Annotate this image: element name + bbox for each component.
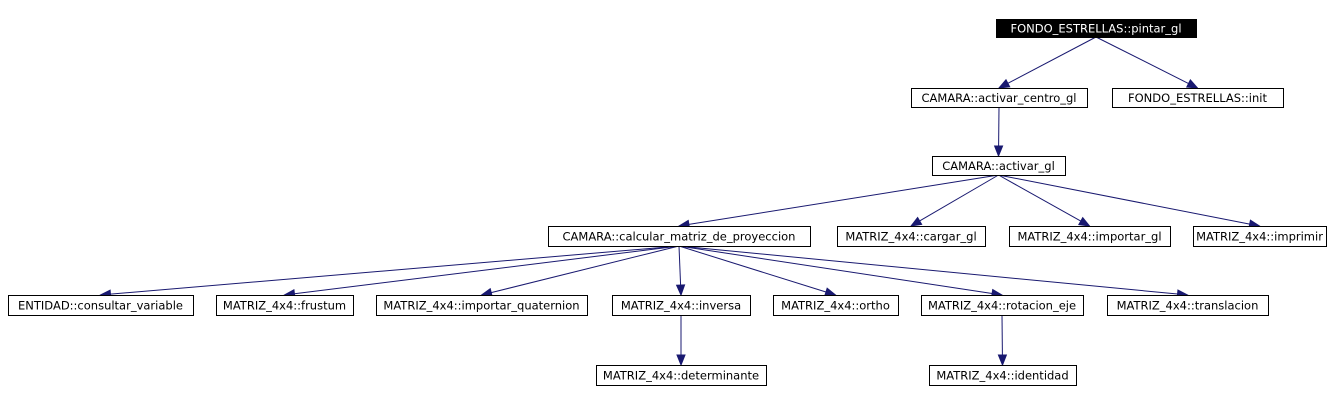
edge-arrowhead — [1078, 216, 1091, 227]
edge-n3-n5 — [909, 174, 999, 227]
edge-line — [998, 174, 1250, 225]
edge-n3-n6 — [998, 174, 1091, 227]
edge-line — [1095, 36, 1189, 84]
node-label: FONDO_ESTRELLAS::init — [1128, 91, 1267, 105]
edge-line — [678, 245, 993, 294]
node-camara-activar-centro-gl[interactable]: CAMARA::activar_centro_gl — [911, 88, 1088, 108]
node-entidad-consultar-variable[interactable]: ENTIDAD::consultar_variable — [8, 295, 194, 316]
edge-arrowhead — [1185, 79, 1199, 89]
edge-n4-n13 — [678, 245, 1004, 299]
edge-n3-n7 — [998, 174, 1261, 229]
node-fondo-estrellas-pintar-gl[interactable]: FONDO_ESTRELLAS::pintar_gl — [996, 19, 1197, 38]
node-label: MATRIZ_4x4::cargar_gl — [845, 230, 976, 244]
node-matriz-frustum[interactable]: MATRIZ_4x4::frustum — [216, 295, 354, 316]
node-label: MATRIZ_4x4::ortho — [781, 299, 890, 313]
node-matriz-ortho[interactable]: MATRIZ_4x4::ortho — [773, 295, 899, 316]
node-matriz-importar-gl[interactable]: MATRIZ_4x4::importar_gl — [1009, 226, 1171, 247]
node-label: CAMARA::calcular_matriz_de_proyeccion — [563, 230, 796, 244]
nodes-layer: FONDO_ESTRELLAS::pintar_gl CAMARA::activ… — [8, 19, 1327, 386]
node-label: MATRIZ_4x4::imprimir — [1196, 230, 1323, 244]
node-label: ENTIDAD::consultar_variable — [18, 299, 183, 313]
edge-arrowhead — [909, 216, 923, 227]
edge-line — [998, 174, 1082, 222]
edge-n1-n3 — [993, 106, 1004, 158]
node-matriz-determinante[interactable]: MATRIZ_4x4::determinante — [596, 365, 767, 386]
edge-line — [678, 245, 827, 293]
edge-arrowhead — [824, 287, 837, 297]
node-camara-activar-gl[interactable]: CAMARA::activar_gl — [932, 156, 1066, 176]
node-camara-calcular-matriz-de-proyeccion[interactable]: CAMARA::calcular_matriz_de_proyeccion — [548, 226, 811, 247]
edge-line — [1007, 36, 1097, 84]
edge-n4-n9 — [283, 245, 680, 299]
edge-line — [678, 245, 682, 286]
edge-n4-n8 — [99, 245, 680, 299]
edge-arrowhead — [997, 354, 1008, 367]
node-matriz-importar-quaternion[interactable]: MATRIZ_4x4::importar_quaternion — [376, 295, 588, 316]
edge-n4-n14 — [678, 245, 1189, 299]
node-label: CAMARA::activar_centro_gl — [922, 91, 1077, 105]
edges-layer — [99, 36, 1261, 367]
node-label: MATRIZ_4x4::frustum — [223, 299, 346, 313]
edge-n4-n11 — [675, 245, 686, 297]
node-label: FONDO_ESTRELLAS::pintar_gl — [1010, 22, 1181, 36]
edge-arrowhead — [675, 284, 686, 297]
node-label: MATRIZ_4x4::rotacion_eje — [928, 299, 1076, 313]
edge-arrowhead — [993, 145, 1004, 158]
edge-arrowhead — [676, 354, 686, 367]
edge-line — [688, 174, 999, 225]
edge-line — [294, 245, 680, 295]
edge-n0-n2 — [1095, 36, 1199, 89]
edge-n3-n4 — [677, 174, 999, 230]
node-matriz-identidad[interactable]: MATRIZ_4x4::identidad — [929, 365, 1077, 386]
edge-n11-n15 — [676, 315, 686, 367]
edge-n13-n16 — [997, 314, 1008, 367]
node-label: MATRIZ_4x4::determinante — [603, 369, 759, 383]
node-label: MATRIZ_4x4::translacion — [1117, 299, 1259, 313]
edge-line — [491, 245, 680, 294]
edge-n0-n1 — [997, 36, 1097, 89]
node-matriz-cargar-gl[interactable]: MATRIZ_4x4::cargar_gl — [837, 226, 986, 247]
edge-n4-n10 — [480, 245, 680, 298]
edge-line — [919, 174, 999, 222]
edge-line — [110, 245, 680, 295]
edge-arrowhead — [997, 78, 1011, 89]
node-matriz-translacion[interactable]: MATRIZ_4x4::translacion — [1107, 295, 1269, 316]
node-fondo-estrellas-init[interactable]: FONDO_ESTRELLAS::init — [1112, 88, 1284, 108]
node-matriz-imprimir[interactable]: MATRIZ_4x4::imprimir — [1193, 226, 1327, 247]
node-matriz-inversa[interactable]: MATRIZ_4x4::inversa — [612, 295, 751, 316]
node-label: MATRIZ_4x4::inversa — [621, 299, 741, 313]
node-label: MATRIZ_4x4::importar_quaternion — [383, 299, 579, 313]
edge-line — [678, 245, 1178, 295]
node-label: MATRIZ_4x4::importar_gl — [1017, 230, 1161, 244]
node-label: CAMARA::activar_gl — [942, 159, 1055, 173]
node-label: MATRIZ_4x4::identidad — [936, 369, 1068, 383]
node-matriz-rotacion-eje[interactable]: MATRIZ_4x4::rotacion_eje — [921, 295, 1084, 316]
